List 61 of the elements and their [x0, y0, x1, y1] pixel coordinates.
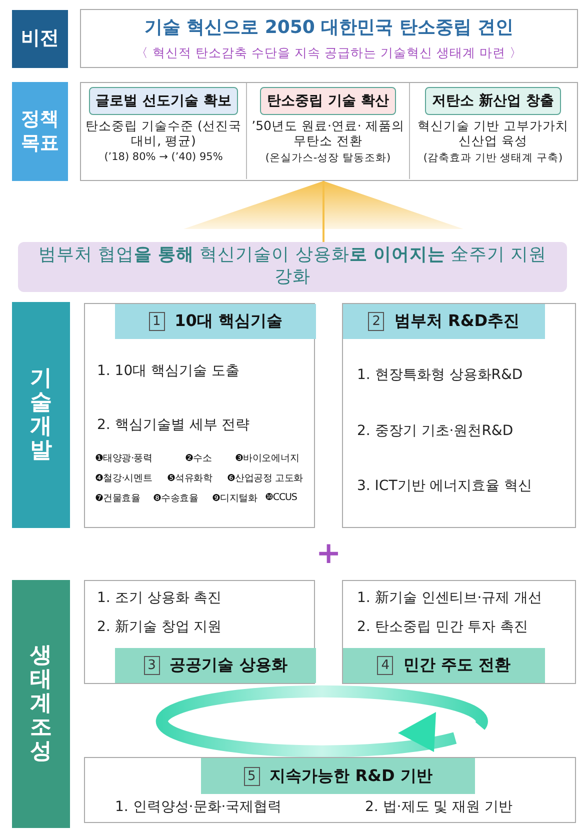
arrow — [184, 181, 464, 242]
goal-heading: 저탄소 新산업 창출 — [425, 87, 561, 115]
card-heading: 공공기술 상용화 — [170, 655, 288, 676]
core-tech-item: ❼건물효율 — [95, 492, 141, 505]
plus-sign: + — [316, 536, 342, 571]
card-heading: 범부처 R&D추진 — [394, 311, 520, 332]
boxed-number: 5 — [244, 766, 260, 786]
list-item: 2. 핵심기술별 세부 전략 — [97, 416, 250, 434]
list-item: 1. 인력양성·문화·국제협력 — [115, 798, 282, 816]
strategy-card — [84, 303, 315, 528]
goals-panel — [80, 82, 578, 181]
boxed-number: 3 — [144, 656, 160, 675]
strategy-card — [84, 757, 576, 823]
vision-subtitle: 〈 혁신적 탄소감축 수단을 지속 공급하는 기술혁신 생태계 마련 〉 — [136, 45, 522, 62]
goal-heading: 글로벌 선도기술 확보 — [88, 87, 238, 115]
core-tech-item: ❹철강·시멘트 — [95, 472, 152, 485]
core-tech-item: ❶태양광·풍력 — [95, 452, 152, 465]
section-label: 정책 목표 — [20, 108, 60, 156]
list-item: 1. 新기술 인센티브·규제 개선 — [357, 589, 542, 607]
core-tech-item: ❸바이오에너지 — [235, 452, 300, 465]
core-tech-item: ❽수송효율 — [153, 492, 199, 505]
core-tech-item: ❿CCUS — [265, 492, 297, 503]
card-heading: 10대 핵심기술 — [174, 311, 282, 332]
boxed-number: 1 — [148, 312, 165, 331]
core-tech-item: ❾디지털화 — [212, 492, 258, 505]
strategy-card — [84, 580, 315, 684]
list-item: 1. 현장특화형 상용화R&D — [357, 366, 523, 384]
boxed-number: 2 — [368, 312, 384, 331]
list-item: 3. ICT기반 에너지효율 혁신 — [357, 477, 532, 495]
list-item: 1. 조기 상용화 촉진 — [97, 589, 222, 607]
section-label-box — [12, 82, 68, 181]
list-item: 2. 중장기 기초·원천R&D — [357, 422, 514, 440]
goal-note: (온실가스-성장 탈동조화) — [265, 151, 391, 165]
core-tech-item: ❺석유화학 — [167, 472, 213, 485]
card-heading: 지속가능한 R&D 기반 — [270, 766, 432, 786]
goal-heading: 탄소중립 기술 확산 — [260, 87, 396, 115]
section-label: 생태계 조성 — [30, 644, 52, 764]
core-tech-item: ❷수소 — [185, 452, 212, 465]
strategy-card — [342, 580, 576, 684]
goal-description: ’50년도 원료·연료· 제품의 무탄소 전환 — [250, 118, 406, 148]
goal-note: (’18) 80% → (’40) 95% — [104, 151, 223, 163]
goal-description: 혁신기술 기반 고부가가치 신산업 육성 — [416, 118, 570, 148]
vision-title: 기술 혁신으로 2050 대한민국 탄소중립 견인 — [144, 16, 514, 39]
section-label-box — [12, 580, 70, 828]
section-label: 기술개발 — [30, 366, 52, 464]
section-label: 비전 — [21, 27, 59, 51]
goal-description: 탄소중립 기술수준 (선진국 대비, 평균) — [84, 118, 242, 148]
section-label-box — [12, 302, 70, 528]
strategy-banner — [18, 242, 567, 292]
list-item: 2. 법·제도 및 재원 기반 — [365, 798, 513, 816]
section-label-box — [12, 10, 68, 68]
boxed-number: 4 — [377, 656, 394, 675]
list-item: 1. 10대 핵심기술 도출 — [97, 362, 240, 380]
banner-text: 범부처 협업을 통해 혁신기술이 상용화로 이어지는 全주기 지원 강화 — [37, 245, 548, 289]
list-item: 2. 탄소중립 민간 투자 촉진 — [357, 618, 528, 636]
core-tech-item: ❻산업공정 고도화 — [227, 472, 304, 485]
card-heading: 민간 주도 전환 — [403, 655, 511, 676]
vision-box — [80, 9, 578, 68]
goal-note: (감축효과 기반 생태계 구축) — [423, 151, 563, 165]
list-item: 2. 新기술 창업 지원 — [97, 618, 222, 636]
strategy-card — [342, 303, 576, 528]
